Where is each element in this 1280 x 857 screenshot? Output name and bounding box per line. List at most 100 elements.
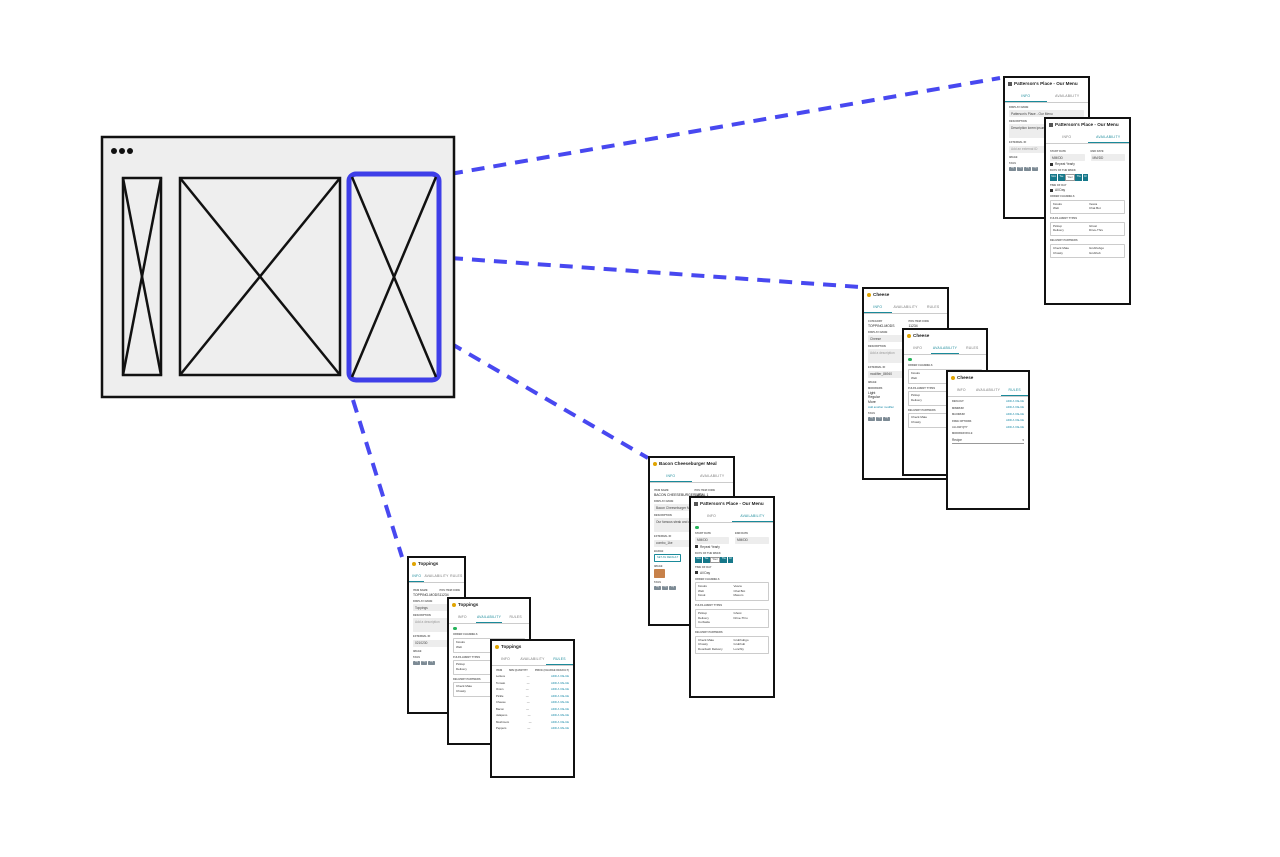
add-value-link[interactable]: ADD A VALUE bbox=[551, 674, 569, 679]
rule-type-select[interactable]: Recipe▾ bbox=[952, 437, 1024, 444]
tab-availability[interactable]: AVAILABILITY bbox=[520, 656, 545, 661]
day-toggle[interactable]: Mon bbox=[1050, 174, 1058, 181]
tab-availability[interactable]: AVAILABILITY bbox=[1087, 132, 1129, 143]
tag-chip[interactable]: Tag bbox=[669, 585, 676, 590]
tab-availability[interactable]: AVAILABILITY bbox=[893, 304, 918, 309]
tag-chip[interactable]: Tag bbox=[413, 660, 420, 665]
tab-info[interactable]: INFO bbox=[707, 513, 716, 518]
start-date-field[interactable]: MM/DD bbox=[695, 536, 729, 544]
channel-item[interactable]: Web bbox=[911, 375, 918, 380]
tab-info[interactable]: INFO bbox=[409, 571, 425, 582]
tab-info[interactable]: INFO bbox=[913, 345, 923, 350]
day-toggle[interactable]: Wed bbox=[710, 556, 720, 564]
fulfillment-item[interactable]: Delivery bbox=[1053, 228, 1064, 233]
tab-rules[interactable]: RULES bbox=[450, 573, 463, 578]
tab-availability[interactable]: AVAILABILITY bbox=[931, 343, 959, 354]
add-value-link[interactable]: ADD A VALUE bbox=[551, 687, 569, 692]
tag-chip[interactable]: Tag bbox=[428, 660, 435, 665]
tab-info[interactable]: INFO bbox=[1062, 134, 1072, 139]
display-name-field[interactable]: Toppings bbox=[413, 604, 460, 612]
day-toggle[interactable]: Wed bbox=[1065, 174, 1075, 181]
channel-item[interactable]: Vesca bbox=[733, 584, 742, 589]
tag-chip[interactable]: Tag bbox=[1031, 166, 1039, 171]
partner-item[interactable]: Grubhubgo bbox=[1089, 245, 1105, 250]
tab-info[interactable]: INFO bbox=[457, 614, 467, 619]
add-value-link[interactable]: ADD A VALUE bbox=[551, 700, 569, 705]
tab-rules[interactable]: RULES bbox=[927, 304, 940, 309]
tab-availability[interactable]: AVAILABILITY bbox=[700, 473, 725, 478]
partner-item[interactable]: Grubhub bbox=[733, 642, 746, 647]
fulfillment-item[interactable]: Drive-Thru bbox=[1089, 228, 1104, 233]
channel-item[interactable]: Maxum bbox=[733, 593, 744, 598]
channel-item[interactable]: Chat Bot bbox=[1089, 206, 1101, 211]
add-value-link[interactable]: ADD A VALUE bbox=[1006, 424, 1024, 429]
day-toggle[interactable]: Thu bbox=[1075, 174, 1083, 181]
checkbox-icon[interactable] bbox=[1050, 162, 1053, 166]
tab-info[interactable]: INFO bbox=[956, 387, 966, 392]
fulfillment-item[interactable]: Pickup bbox=[911, 393, 921, 398]
add-value-link[interactable]: ADD A VALUE bbox=[1006, 418, 1024, 423]
tag-chip[interactable]: Tag bbox=[883, 416, 890, 421]
channel-item[interactable]: Web bbox=[1053, 206, 1060, 211]
partner-item[interactable]: Chowly bbox=[698, 642, 708, 647]
fulfillment-item[interactable]: Pickup bbox=[1053, 223, 1063, 228]
tag-chip[interactable]: Tag bbox=[1024, 166, 1031, 171]
day-toggle[interactable]: Tue bbox=[1057, 174, 1065, 181]
fulfillment-item[interactable]: Delivery bbox=[911, 397, 922, 402]
burger-image[interactable] bbox=[654, 568, 665, 578]
add-value-link[interactable]: ADD A VALUE bbox=[1006, 398, 1024, 403]
day-toggle[interactable]: Fri bbox=[1082, 174, 1089, 181]
tag-chip[interactable]: Tag bbox=[1016, 166, 1024, 171]
partner-item[interactable]: Chowly bbox=[456, 688, 466, 693]
tag-chip[interactable]: Tag bbox=[654, 585, 661, 590]
partner-item[interactable]: Check Mate bbox=[698, 637, 715, 642]
modifier-item[interactable]: More bbox=[868, 400, 876, 405]
fulfillment-item[interactable]: Delivery bbox=[456, 666, 467, 671]
add-value-link[interactable]: ADD A VALUE bbox=[551, 693, 569, 698]
start-date-field[interactable]: MM/DD bbox=[1050, 154, 1085, 162]
day-toggle[interactable]: Fri bbox=[727, 556, 734, 564]
tab-info[interactable]: INFO bbox=[501, 656, 510, 661]
channel-item[interactable]: Vesca bbox=[1089, 201, 1098, 206]
tab-availability[interactable]: AVAILABILITY bbox=[475, 612, 503, 623]
add-value-link[interactable]: ADD A VALUE bbox=[551, 706, 569, 711]
partner-item[interactable]: Chowly bbox=[911, 419, 921, 424]
checkbox-icon[interactable] bbox=[695, 545, 698, 549]
add-value-link[interactable]: ADD A VALUE bbox=[551, 719, 569, 724]
tab-info[interactable]: INFO bbox=[650, 471, 692, 482]
tab-availability[interactable]: AVAILABILITY bbox=[732, 511, 773, 522]
tab-rules[interactable]: RULES bbox=[966, 345, 979, 350]
channel-item[interactable]: Kiosks bbox=[1053, 201, 1062, 206]
fulfillment-item[interactable]: Pickup bbox=[698, 610, 708, 615]
fulfillment-item[interactable]: Curbside bbox=[698, 620, 711, 625]
day-toggle[interactable]: Mon bbox=[695, 556, 703, 564]
add-modifier-link[interactable]: Add another modifier bbox=[868, 404, 894, 409]
fulfillment-item[interactable]: Delivery bbox=[698, 615, 709, 620]
display-name-field[interactable]: Patterson's Place - Our Menu bbox=[1009, 110, 1084, 118]
partner-item[interactable]: Lunchly bbox=[733, 646, 744, 651]
add-value-link[interactable]: ADD A VALUE bbox=[551, 726, 569, 731]
modifier-item[interactable]: Regular bbox=[868, 395, 880, 400]
partner-item[interactable]: Chowly bbox=[1053, 250, 1063, 255]
checkbox-icon[interactable] bbox=[695, 571, 698, 575]
fulfillment-item[interactable]: Ghost bbox=[1089, 223, 1098, 228]
partner-item[interactable]: Check Mate bbox=[911, 415, 928, 420]
add-value-link[interactable]: ADD A VALUE bbox=[1006, 405, 1024, 410]
checkbox-icon[interactable] bbox=[1050, 188, 1053, 192]
channel-item[interactable]: Chat Bot bbox=[733, 588, 746, 593]
partner-item[interactable]: Grubhub bbox=[1089, 250, 1101, 255]
set-default-button[interactable]: SET AS DEFAULT bbox=[654, 554, 682, 562]
tab-availability[interactable]: AVAILABILITY bbox=[424, 573, 449, 578]
channel-item[interactable]: Kiosks bbox=[911, 371, 920, 376]
fulfillment-item[interactable]: Ghost bbox=[733, 610, 742, 615]
tab-rules[interactable]: RULES bbox=[546, 654, 573, 665]
tag-chip[interactable]: Tag bbox=[868, 416, 875, 421]
day-toggle[interactable]: Thu bbox=[720, 556, 728, 564]
tab-availability[interactable]: AVAILABILITY bbox=[975, 387, 1001, 392]
tag-chip[interactable]: Tag bbox=[420, 660, 428, 665]
tag-chip[interactable]: Tag bbox=[1009, 166, 1016, 171]
partner-item[interactable]: Grubhubgo bbox=[733, 637, 749, 642]
tab-info[interactable]: INFO bbox=[864, 302, 892, 313]
fulfillment-item[interactable]: Pickup bbox=[456, 662, 466, 667]
add-value-link[interactable]: ADD A VALUE bbox=[551, 680, 569, 685]
